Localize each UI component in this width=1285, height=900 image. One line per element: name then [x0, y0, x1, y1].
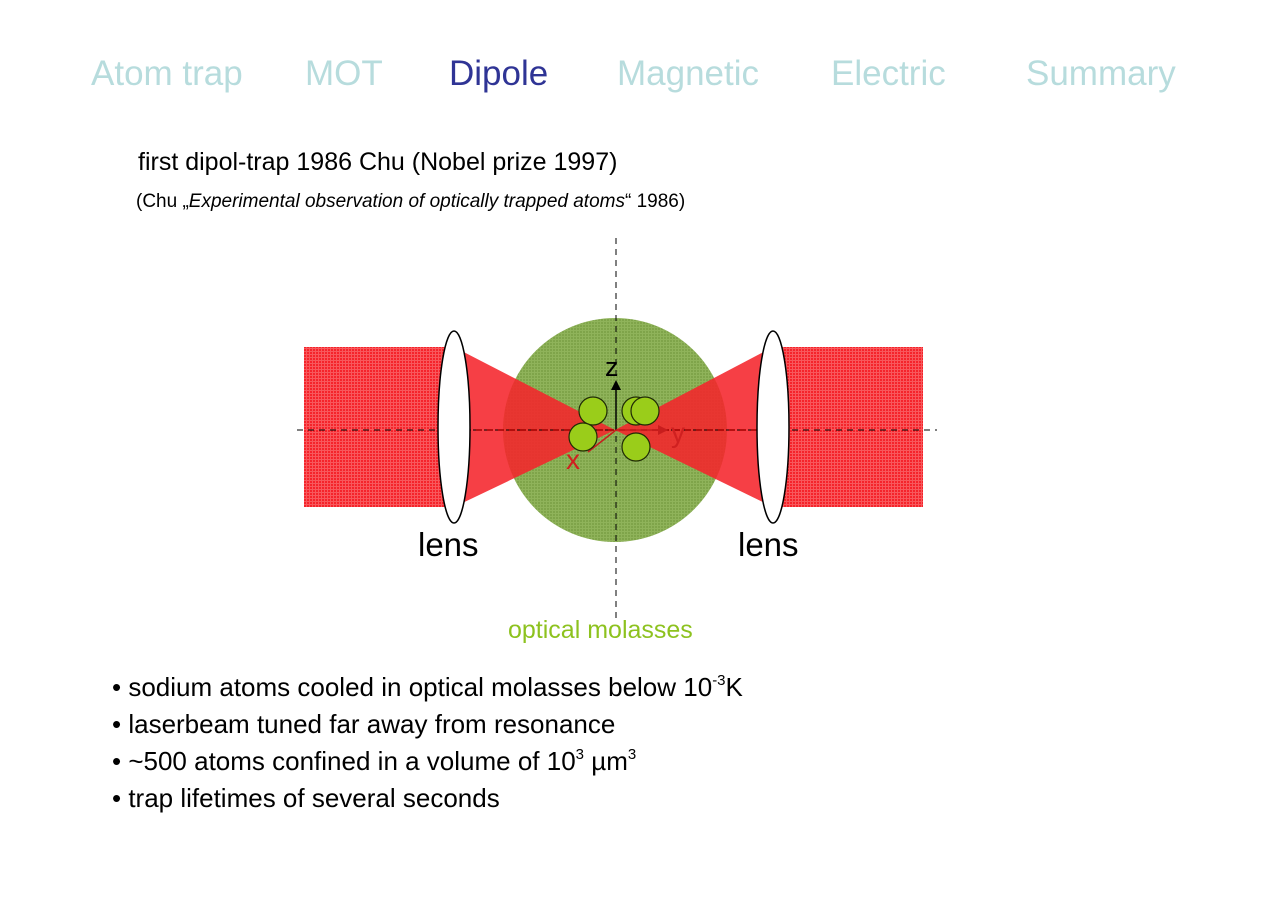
axis-x-label: x [566, 444, 580, 475]
lens-left-label: lens [418, 526, 479, 563]
y-axis-arrowhead [658, 425, 668, 435]
lens-right-label: lens [738, 526, 799, 563]
nav-item-electric[interactable]: Electric [831, 54, 946, 93]
nav-item-magnetic[interactable]: Magnetic [617, 54, 760, 93]
lens-right [756, 330, 790, 524]
laser-beam-left [304, 347, 454, 507]
atom [578, 396, 608, 426]
bullet-list: • sodium atoms cooled in optical molasse… [112, 669, 743, 817]
lens-left [437, 330, 471, 524]
citation-prefix: (Chu „ [136, 191, 189, 212]
citation-italic-title: Experimental observation of optically tr… [188, 191, 625, 212]
citation: (Chu „Experimental observation of optica… [136, 191, 685, 213]
citation-suffix: “ 1986) [624, 191, 686, 212]
laser-beam-focus-right [615, 347, 773, 507]
slide-title: first dipol-trap 1986 Chu (Nobel prize 1… [138, 148, 618, 176]
nav-item-dipole[interactable]: Dipole [449, 54, 549, 93]
atom [621, 432, 651, 462]
nav-item-mot[interactable]: MOT [305, 54, 383, 93]
atom [568, 422, 598, 452]
axis-y-label: y [671, 417, 685, 448]
bullet-item: • trap lifetimes of several seconds [112, 783, 500, 813]
bullet-item: • sodium atoms cooled in optical molasse… [112, 672, 743, 702]
laser-beam-focus-left [454, 347, 615, 507]
optical-molasses-label: optical molasses [508, 616, 693, 644]
nav-item-atom-trap[interactable]: Atom trap [91, 54, 243, 93]
laser-beam-right [773, 347, 923, 507]
bullet-item: • laserbeam tuned far away from resonanc… [112, 709, 616, 739]
bullet-item: • ~500 atoms confined in a volume of 103… [112, 746, 637, 776]
section-nav: Atom trap MOT Dipole Magnetic Electric S… [0, 52, 1285, 96]
atom [630, 396, 660, 426]
nav-item-summary[interactable]: Summary [1026, 54, 1176, 93]
z-axis-arrowhead [611, 380, 621, 390]
x-axis-arrow [587, 429, 617, 453]
axis-z-label: z [605, 352, 619, 382]
